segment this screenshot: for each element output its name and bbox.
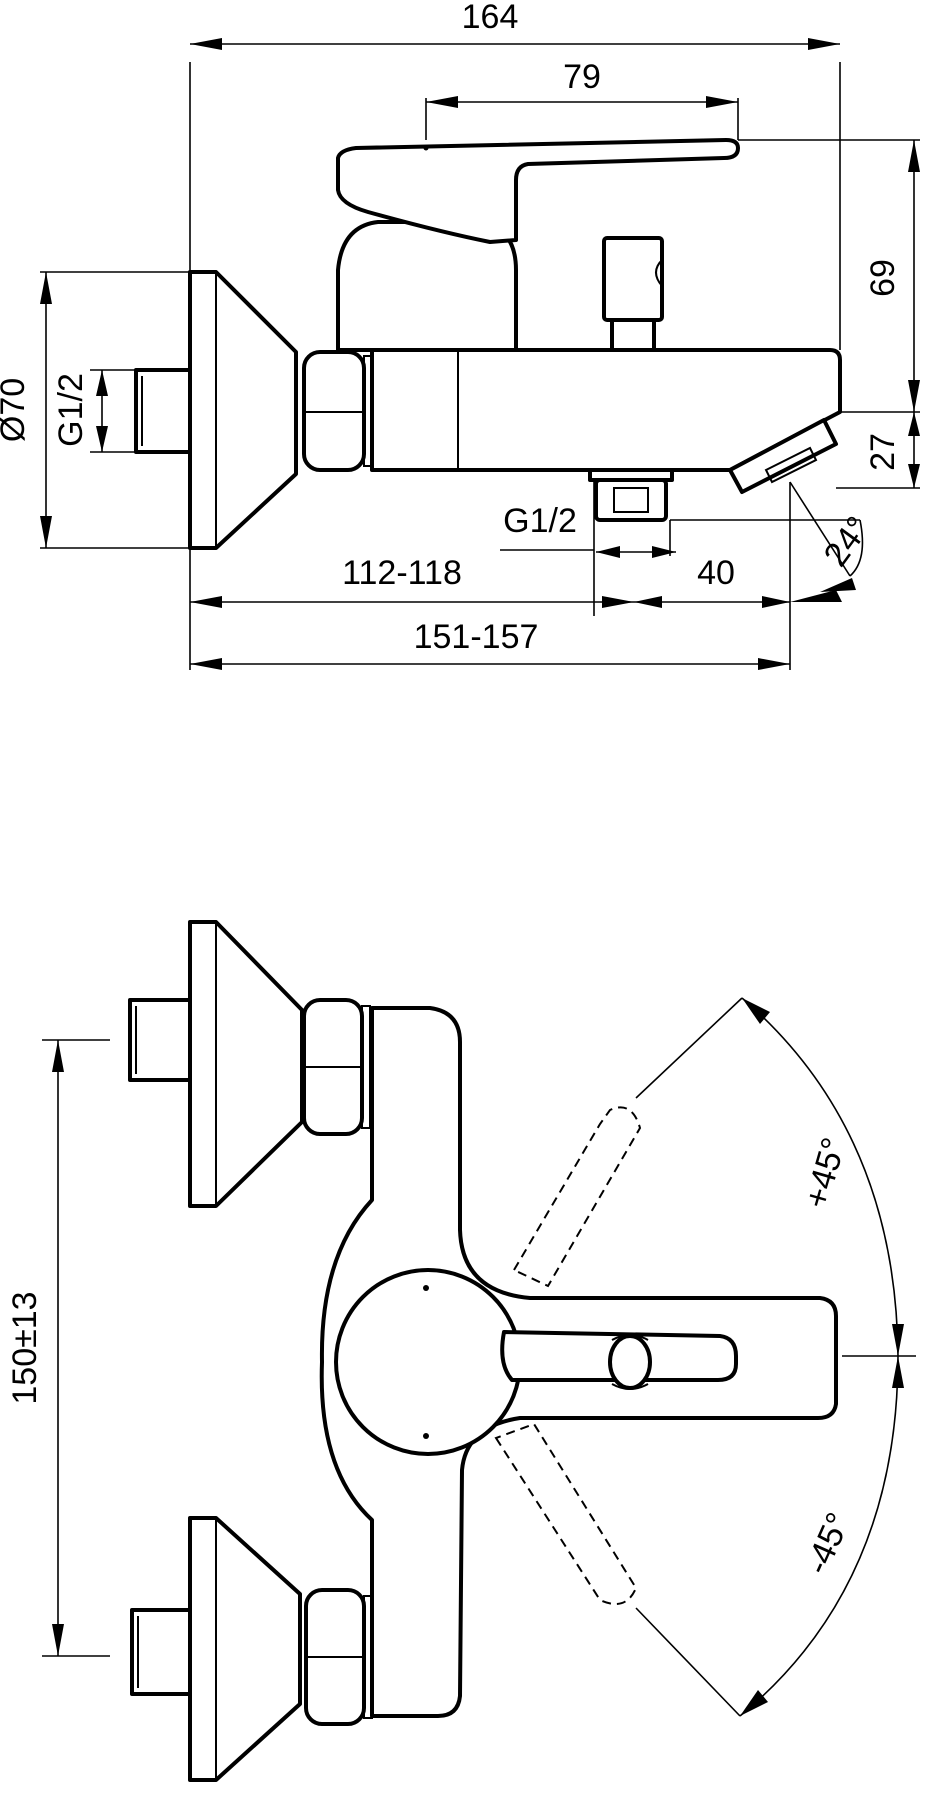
dim-outlet-to-wall: 112-118 xyxy=(342,554,462,592)
dim-inlet-spacing: 150±13 xyxy=(6,1291,44,1404)
wall-flange-top-upper xyxy=(188,920,304,1208)
dim-spout-angle: 24° xyxy=(817,510,878,574)
diverter-knob xyxy=(602,236,664,322)
lever-plus-45-ghost[interactable] xyxy=(512,1106,642,1288)
wall-flange-top-lower xyxy=(188,1516,302,1782)
lever-minus-45-ghost[interactable] xyxy=(494,1422,638,1605)
wall-flange-side xyxy=(188,270,298,550)
dim-spout-offset: 40 xyxy=(697,554,735,592)
dim-handle-offset: 79 xyxy=(563,58,601,96)
inlet-nipple xyxy=(134,368,192,454)
side-view: 164 79 69 27 Ø70 G1/2 G1/2 112-118 40 15… xyxy=(0,0,920,670)
lever-handle-side xyxy=(336,138,740,244)
top-view: 150±13 +45° -45° xyxy=(6,920,916,1782)
dim-rotation-plus: +45° xyxy=(797,1133,853,1212)
dim-rotation-minus: -45° xyxy=(798,1507,858,1580)
diverter-knob-top[interactable] xyxy=(608,1334,652,1390)
dim-thread-wall: G1/2 xyxy=(52,373,90,447)
inlet-nipple-lower xyxy=(130,1608,192,1696)
dim-total-width: 164 xyxy=(462,0,519,36)
inlet-nipple-upper xyxy=(128,998,192,1082)
spout-aerator xyxy=(728,418,838,494)
dim-thread-outlet: G1/2 xyxy=(503,502,577,540)
dim-overall-depth: 151-157 xyxy=(414,618,539,656)
dim-diameter: Ø70 xyxy=(0,378,32,442)
dim-height: 69 xyxy=(864,259,902,297)
dim-spout-height: 27 xyxy=(864,433,902,471)
cartridge-cap xyxy=(334,1268,522,1456)
